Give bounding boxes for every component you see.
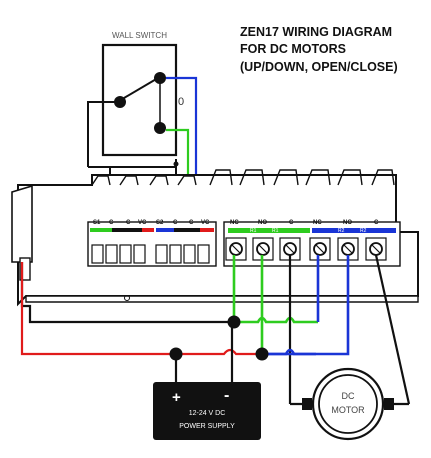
relay1-label-no: NO [258, 220, 267, 226]
junction-negative [227, 315, 241, 329]
term-label-c2: C [126, 220, 131, 226]
power-supply-line1: 12-24 V DC [189, 410, 226, 417]
motor-outer [311, 367, 385, 441]
wall-switch-label: WALL SWITCH [112, 31, 167, 40]
power-supply-minus: - [224, 387, 229, 404]
switch-common-wire [87, 101, 120, 167]
term-bar-vc1 [142, 228, 154, 232]
power-supply-box [153, 382, 261, 440]
wire-common-top [88, 159, 177, 168]
title-line-3: (UP/DOWN, OPEN/CLOSE) [240, 60, 398, 74]
switch-terminal-up [154, 72, 166, 84]
power-supply-line2: POWER SUPPLY [179, 423, 235, 430]
relay2-label-no: NO [343, 220, 352, 226]
term-label-s1: S1 [93, 220, 101, 226]
relay1-label-nc: NC [230, 220, 239, 226]
term-label-c3: C [173, 220, 178, 226]
switch-off-mark: 0 [178, 96, 184, 108]
switch-terminal-down [154, 122, 166, 134]
relay2-bar [312, 228, 396, 233]
term-label-c1: C [109, 220, 114, 226]
relay1-bar [228, 228, 310, 233]
relay2-tag-b: R2 [360, 228, 367, 234]
wire-junction-2 [173, 161, 179, 167]
relay-screw-slots [231, 244, 381, 254]
relay2-label-c: C [374, 220, 379, 226]
term-bar-vc2 [200, 228, 214, 232]
motor-label-line1: DC [342, 391, 355, 401]
relay1-tag: R1 [250, 228, 257, 234]
term-bar-s2 [156, 228, 174, 232]
zen17-module [11, 169, 419, 307]
relay2-tag: R2 [338, 228, 345, 234]
power-supply-plus: + [172, 389, 181, 406]
term-bar-c1 [112, 228, 142, 232]
wire-r2-cross [262, 348, 316, 356]
wire-positive-red [20, 262, 176, 356]
term-label-vc2: VC [201, 220, 210, 226]
relay2-label-nc: NC [313, 220, 322, 226]
wire-r2-c-motor [374, 254, 411, 405]
term-label-vc1: VC [138, 220, 147, 226]
motor-terminal-left [302, 398, 312, 410]
title-line-1: ZEN17 WIRING DIAGRAM [240, 25, 392, 39]
left-terminal-screws [91, 244, 210, 264]
term-bar-c2 [174, 228, 200, 232]
motor-inner [318, 374, 378, 434]
wire-r2-no [262, 255, 350, 356]
wire-r1-cross [234, 316, 318, 324]
junction-positive-right [255, 347, 269, 361]
switch-lever [123, 77, 159, 99]
motor-terminal-right [384, 398, 394, 410]
wire-positive-red-2 [176, 348, 262, 356]
title-line-2: FOR DC MOTORS [240, 42, 346, 56]
junction-positive-left [169, 347, 183, 361]
term-label-s2: S2 [156, 220, 164, 226]
term-bar-s1 [90, 228, 112, 232]
term-label-c4: C [189, 220, 194, 226]
relay1-label-c: C [289, 220, 294, 226]
relay1-tag-b: R1 [272, 228, 279, 234]
switch-terminal-common [114, 96, 126, 108]
wall-switch-body [101, 43, 178, 157]
motor-label-line2: MOTOR [331, 405, 365, 415]
